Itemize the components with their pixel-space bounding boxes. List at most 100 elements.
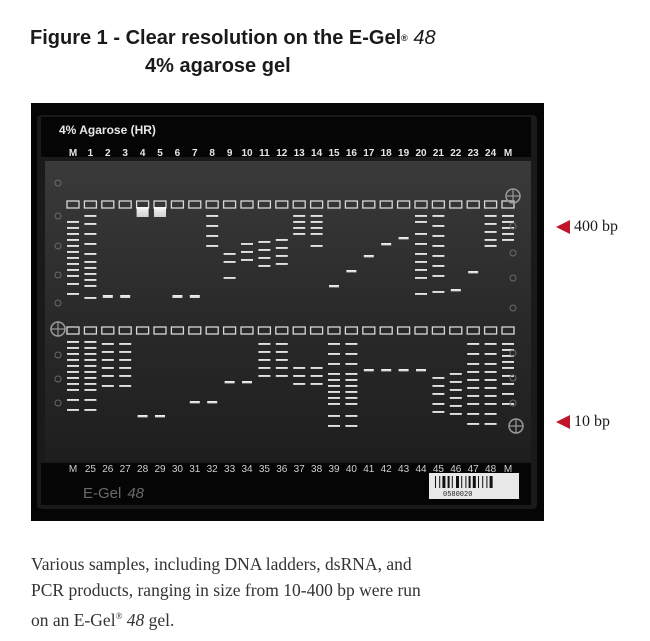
barcode-bar: [447, 476, 450, 488]
barcode-bar: [435, 476, 436, 488]
caption-italic: 48: [126, 609, 145, 630]
caption-line: on an E-Gel® 48 gel.: [31, 603, 591, 633]
well: [431, 200, 446, 209]
side-hole: [509, 222, 517, 230]
gel-band: [467, 343, 480, 345]
barcode-bar: [439, 476, 441, 488]
gel-band: [449, 413, 462, 415]
gel-band: [293, 375, 306, 377]
gel-band: [119, 367, 132, 369]
gel-band: [223, 277, 236, 279]
lane-label-bottom: 28: [137, 464, 149, 475]
gel-band: [84, 389, 97, 391]
gel-band: [310, 221, 323, 223]
lane-label-top: 20: [415, 148, 427, 159]
well: [188, 200, 202, 209]
gel-band: [275, 239, 288, 241]
gel-band: [275, 247, 288, 249]
gel-band: [484, 223, 497, 225]
gel-band: [484, 215, 497, 217]
gel-band: [67, 341, 79, 343]
barcode-bar: [468, 476, 471, 488]
lane-label-top: 3: [122, 148, 128, 159]
lane-label-top: 12: [276, 148, 288, 159]
gel-band: [67, 275, 79, 277]
gel-band: [223, 253, 236, 255]
gel-band: [258, 249, 271, 251]
well: [327, 326, 341, 335]
gel-band: [502, 361, 514, 363]
gel-band: [67, 221, 79, 223]
side-hole: [54, 242, 62, 250]
gel-band: [328, 343, 340, 345]
lane-label-top: 4: [140, 148, 146, 159]
gel-band: [467, 423, 480, 425]
well: [240, 200, 254, 209]
lane-label-top: 15: [328, 148, 340, 159]
gel-brand-italic: 48: [127, 485, 144, 502]
well: [257, 200, 272, 209]
gel-band: [415, 243, 427, 245]
well: [222, 200, 237, 209]
gel-band: [468, 271, 479, 274]
gel-band: [275, 359, 288, 361]
well: [257, 326, 272, 335]
registered-mark: ®: [401, 33, 408, 43]
gel-band: [84, 371, 97, 373]
gel-band: [484, 363, 497, 365]
side-hole: [509, 304, 517, 312]
gel-band: [484, 239, 497, 241]
gel-band: [432, 255, 445, 257]
gel-band: [84, 285, 97, 287]
gel-band: [345, 425, 358, 427]
gel-band: [67, 359, 79, 361]
gel-band: [258, 343, 271, 345]
gel-band: [67, 377, 79, 379]
gel-band: [449, 397, 462, 399]
well: [414, 200, 428, 209]
gel-band: [189, 401, 200, 404]
gel-band: [67, 263, 79, 265]
gel-band: [449, 373, 462, 375]
lane-label-top: 18: [381, 148, 393, 159]
gel-band: [363, 369, 374, 372]
gel-band: [84, 377, 97, 379]
gel-band: [398, 237, 409, 240]
well: [153, 326, 167, 335]
gel-band: [189, 295, 200, 298]
lane-label-top: 1: [88, 148, 94, 159]
gel-band: [84, 399, 97, 401]
gel-band: [415, 277, 427, 279]
marker-10bp-label: 10 bp: [574, 413, 610, 430]
gel-band: [84, 409, 97, 411]
well: [170, 200, 185, 209]
gel-band: [484, 371, 497, 373]
gel-band: [275, 375, 288, 377]
gel-band: [416, 369, 426, 372]
gel-band: [67, 233, 79, 235]
gel-band: [467, 413, 480, 415]
lane-label-bottom: 34: [241, 464, 253, 475]
well: [414, 326, 428, 335]
gel-band: [449, 381, 462, 383]
lane-label-top: 9: [227, 148, 233, 159]
crosshair-icon: [505, 188, 521, 204]
lane-label-top: 16: [346, 148, 358, 159]
gel-band: [415, 215, 427, 217]
gel-band: [449, 389, 462, 391]
well: [449, 200, 463, 209]
gel-band: [502, 393, 514, 395]
lane-label-bottom: 25: [85, 464, 97, 475]
gel-band: [258, 257, 271, 259]
gel-band: [154, 207, 166, 217]
gel-band: [84, 341, 97, 343]
gel-band: [84, 223, 97, 225]
gel-band: [84, 383, 97, 385]
gel-band: [381, 243, 392, 246]
gel-band: [84, 267, 97, 269]
gel-band: [502, 375, 514, 377]
well: [483, 326, 498, 335]
gel-band: [415, 221, 427, 223]
gel-band: [432, 393, 445, 395]
